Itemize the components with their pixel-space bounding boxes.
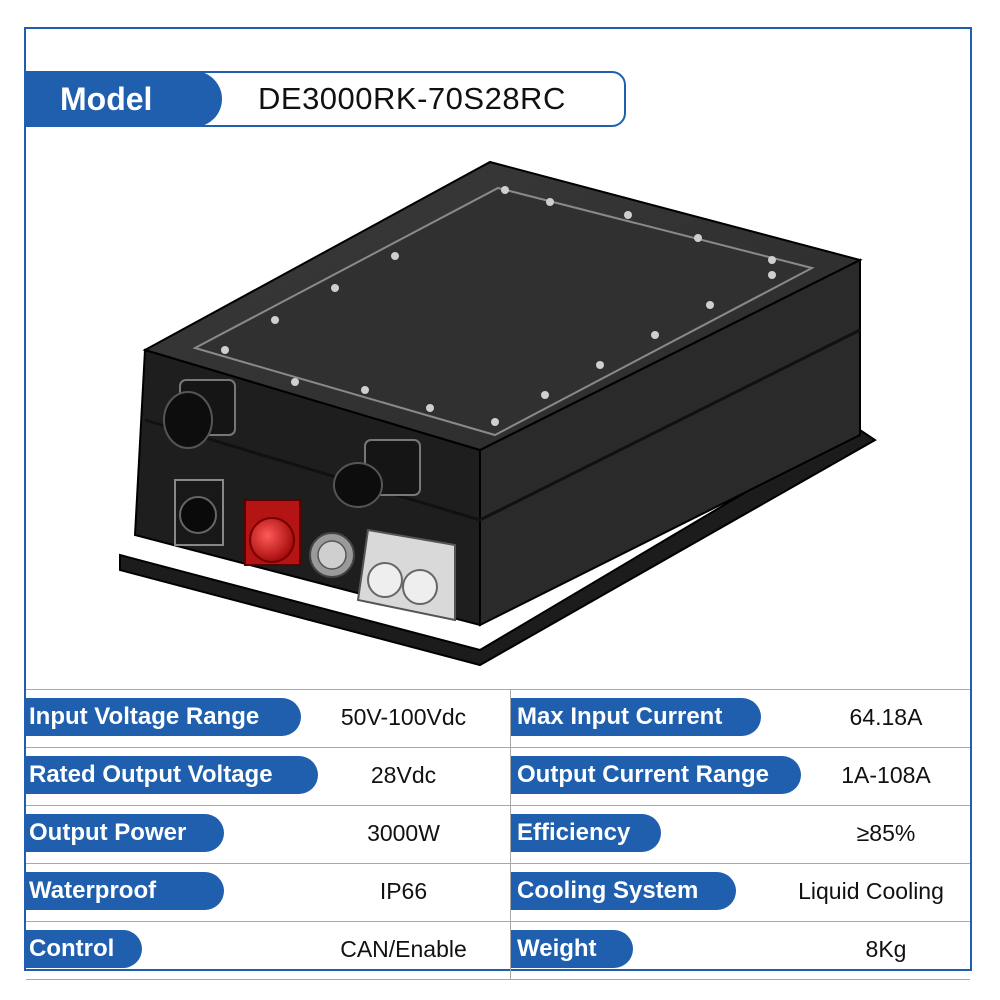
- cable-gland-left: [163, 379, 236, 449]
- product-image: [119, 160, 877, 667]
- spec-value: 50V-100Vdc: [340, 704, 467, 730]
- spec-label: Output Current Range: [511, 756, 801, 794]
- spec-row: Input Voltage Range 50V-100Vdc Max Input…: [26, 689, 970, 748]
- spec-value: 1A-108A: [841, 762, 931, 788]
- spec-row: Rated Output Voltage 28Vdc Output Curren…: [26, 748, 970, 806]
- spec-value: 8Kg: [865, 936, 907, 962]
- spec-row: Output Power 3000W Efficiency ≥85%: [26, 806, 970, 864]
- column-divider: [510, 806, 511, 863]
- black-connector: [174, 479, 224, 546]
- spec-label: Input Voltage Range: [26, 698, 301, 736]
- column-divider: [510, 748, 511, 805]
- spec-label: Rated Output Voltage: [26, 756, 318, 794]
- coolant-connector: [356, 528, 456, 622]
- column-divider: [510, 922, 511, 979]
- spec-label: Waterproof: [26, 872, 224, 910]
- cable-gland-right: [333, 439, 421, 508]
- model-value-box: [176, 71, 626, 127]
- spec-value: 28Vdc: [370, 762, 437, 788]
- column-divider: [510, 690, 511, 747]
- signal-connector: [309, 532, 355, 578]
- spec-row: Waterproof IP66 Cooling System Liquid Co…: [26, 864, 970, 922]
- model-header: Model DE3000RK-70S28RC: [26, 71, 626, 127]
- model-value: DE3000RK-70S28RC: [258, 81, 566, 116]
- spec-label: Control: [26, 930, 142, 968]
- spec-value: IP66: [379, 878, 428, 904]
- spec-row: Control CAN/Enable Weight 8Kg: [26, 922, 970, 980]
- lid-bolts: [221, 186, 776, 426]
- model-label: Model: [26, 71, 222, 127]
- spec-table: Input Voltage Range 50V-100Vdc Max Input…: [26, 689, 970, 980]
- spec-label: Cooling System: [511, 872, 736, 910]
- column-divider: [510, 864, 511, 921]
- spec-value: 64.18A: [849, 704, 923, 730]
- spec-value: ≥85%: [856, 820, 916, 846]
- spec-value: Liquid Cooling: [798, 878, 944, 904]
- spec-label: Efficiency: [511, 814, 661, 852]
- lid-panel: [192, 186, 815, 437]
- spec-sheet-frame: [24, 27, 972, 971]
- spec-value: 3000W: [367, 820, 440, 846]
- mounting-flange: [119, 428, 877, 667]
- spec-label: Output Power: [26, 814, 224, 852]
- spec-label: Weight: [511, 930, 633, 968]
- red-connector: [244, 499, 301, 566]
- spec-value: CAN/Enable: [340, 936, 467, 962]
- spec-label: Max Input Current: [511, 698, 761, 736]
